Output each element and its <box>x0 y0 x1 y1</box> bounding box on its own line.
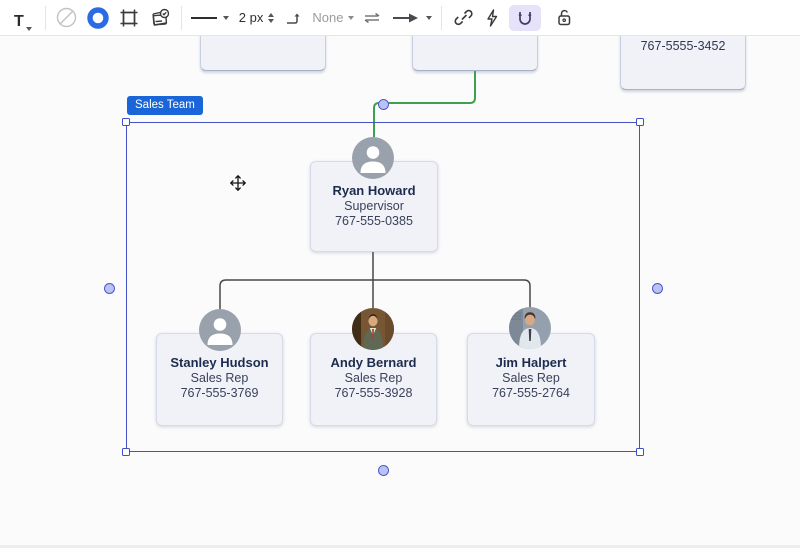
connection-point-top[interactable] <box>378 99 389 110</box>
line-style-dropdown[interactable] <box>190 5 229 31</box>
selection-handle-nw[interactable] <box>122 118 130 126</box>
frame-icon <box>118 7 140 29</box>
arrowhead-icon <box>391 12 419 24</box>
chevron-down-icon <box>348 15 355 20</box>
person-icon <box>360 146 386 173</box>
employee-name: Jim Halpert <box>495 355 567 370</box>
employee-name: Andy Bernard <box>330 355 417 370</box>
org-connector-line[interactable] <box>219 279 531 309</box>
no-fill-button[interactable] <box>55 5 79 31</box>
frame-tool-button[interactable] <box>117 5 141 31</box>
avatar-photo[interactable] <box>352 308 394 350</box>
line-style-icon <box>190 16 217 19</box>
lock-button[interactable] <box>552 5 576 31</box>
employee-name: Stanley Hudson <box>170 355 269 370</box>
selection-handle-sw[interactable] <box>122 448 130 456</box>
elbow-connector-button[interactable] <box>282 5 306 31</box>
snap-magnet-button[interactable] <box>509 4 542 31</box>
connection-point-left[interactable] <box>104 283 115 294</box>
employee-name: Ryan Howard <box>332 183 416 198</box>
group-label-badge[interactable]: Sales Team <box>127 96 203 115</box>
no-fill-icon <box>56 7 77 28</box>
connection-point-bottom[interactable] <box>378 465 389 476</box>
connector-lines <box>219 71 531 309</box>
employee-phone: 767-555-3769 <box>180 386 259 400</box>
selection-handle-ne[interactable] <box>636 118 644 126</box>
chevron-down-icon <box>426 15 433 20</box>
photo-person-icon <box>509 307 551 349</box>
photo-person-icon <box>352 308 394 350</box>
partial-card-phone: 767-5555-3452 <box>640 39 726 53</box>
avatar[interactable] <box>199 309 241 351</box>
toolbar-divider <box>441 5 443 30</box>
unlock-icon <box>554 7 574 28</box>
swap-arrows-icon <box>361 9 383 27</box>
selection-handle-se[interactable] <box>636 448 644 456</box>
link-icon <box>453 7 474 28</box>
org-card-report[interactable]: Andy Bernard Sales Rep 767-555-3928 <box>310 333 437 426</box>
connection-point-right[interactable] <box>652 283 663 294</box>
shape-approve-icon <box>149 7 171 29</box>
stepper-arrows-icon[interactable] <box>268 12 275 23</box>
diagram-canvas[interactable]: 767-5555-3452 Sales Team Ryan Howard Sup… <box>0 36 800 548</box>
employee-phone: 767-555-2764 <box>492 386 570 400</box>
magnet-icon <box>515 8 535 28</box>
toolbar-divider <box>44 5 46 30</box>
partial-shape-card[interactable] <box>200 36 326 71</box>
swap-arrows-button[interactable] <box>360 5 384 31</box>
elbow-connector-icon <box>284 8 304 28</box>
chevron-down-icon <box>25 26 32 31</box>
quick-actions-button[interactable] <box>480 5 504 31</box>
lightning-icon <box>483 8 501 28</box>
line-end-dropdown[interactable]: None <box>312 5 355 31</box>
avatar-photo[interactable] <box>509 307 551 349</box>
employee-phone: 767-555-3928 <box>334 386 413 400</box>
fill-color-button[interactable] <box>86 5 110 31</box>
shape-approve-button[interactable] <box>148 5 172 31</box>
arrowhead-dropdown[interactable] <box>391 5 433 31</box>
formatting-toolbar: T <box>0 0 800 36</box>
person-icon <box>207 318 233 345</box>
employee-phone: 767-555-0385 <box>335 214 413 228</box>
move-cursor-icon <box>228 173 248 197</box>
avatar[interactable] <box>352 137 394 179</box>
line-end-value: None <box>312 10 344 25</box>
employee-title: Sales Rep <box>344 371 403 385</box>
green-connector-line[interactable] <box>373 71 476 137</box>
toolbar-divider <box>180 5 182 30</box>
stroke-width-value: 2 px <box>238 10 264 25</box>
text-tool-label: T <box>14 12 24 30</box>
employee-title: Sales Rep <box>190 371 249 385</box>
partial-shape-card[interactable]: 767-5555-3452 <box>620 36 746 90</box>
employee-title: Supervisor <box>344 199 404 213</box>
link-button[interactable] <box>451 5 475 31</box>
employee-title: Sales Rep <box>502 371 560 385</box>
canvas-edge <box>0 545 800 548</box>
fill-color-swatch-icon <box>87 6 109 29</box>
chevron-down-icon <box>222 15 229 20</box>
selection-bounding-box[interactable] <box>126 122 640 452</box>
text-tool-button[interactable]: T <box>10 5 36 31</box>
stroke-width-stepper[interactable]: 2 px <box>237 5 275 31</box>
partial-shape-card[interactable] <box>412 36 538 71</box>
